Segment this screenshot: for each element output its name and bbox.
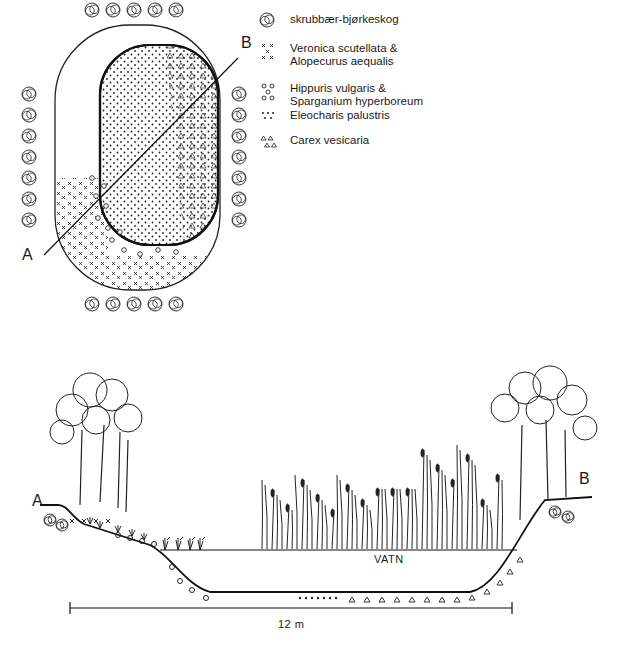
- scale-label: 12 m: [276, 618, 306, 631]
- legend-text: Carex vesicaria: [290, 134, 440, 147]
- section-end-letter: B: [579, 470, 590, 488]
- legend-text: Eleocharis palustris: [290, 109, 440, 122]
- plan-view: [22, 3, 246, 311]
- section-end-letter: A: [32, 492, 43, 510]
- legend-text: skrubbær-bjørkeskog: [290, 13, 440, 26]
- section-end-letter: A: [22, 246, 33, 264]
- legend-text: Veronica scutellata & Alopecurus aequali…: [290, 42, 440, 68]
- legend-text: Hippuris vulgaris & Sparganium hyperbore…: [290, 82, 440, 108]
- water-label: VATN: [372, 553, 406, 566]
- legend-symbols: [260, 13, 277, 147]
- section-end-letter: B: [241, 34, 252, 52]
- cross-section: [40, 366, 597, 614]
